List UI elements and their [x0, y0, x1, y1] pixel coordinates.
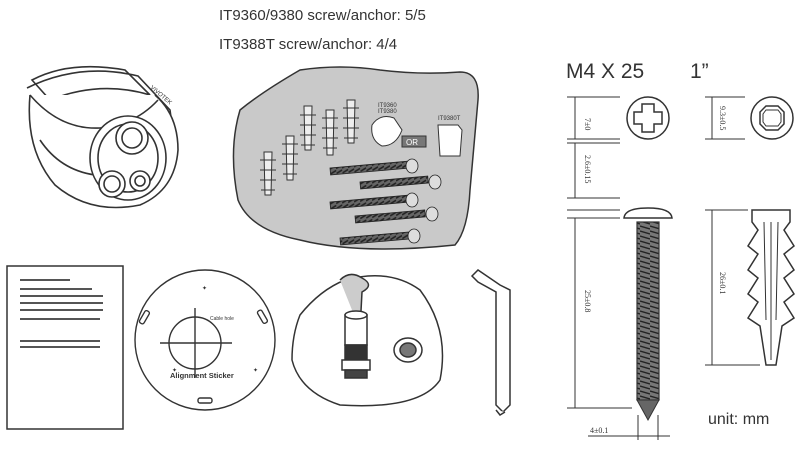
- screw-head-thickness-dim: 2.6±0.15: [583, 155, 592, 183]
- bag-label-it9360: IT9360: [378, 103, 397, 109]
- screw-piece: [339, 228, 421, 246]
- units-label: unit: mm: [708, 411, 770, 428]
- torx-l-key: [470, 269, 511, 416]
- anchor-length-dim: 26±0.1: [718, 272, 727, 294]
- alignment-sticker: ✦ ✦ ✦: [134, 269, 276, 411]
- svg-text:✦: ✦: [253, 367, 258, 374]
- svg-text:✦: ✦: [172, 367, 177, 374]
- anchor-piece: [260, 151, 276, 196]
- svg-text:✦: ✦: [202, 285, 207, 292]
- screw-piece: [329, 158, 419, 176]
- screw-spec-title: M4 X 25: [566, 60, 645, 83]
- torx-bit-t-icon: [437, 124, 463, 157]
- header-screw-count-1: IT9360/9380 screw/anchor: 5/5: [219, 7, 426, 24]
- anchor-piece: [322, 109, 338, 156]
- screw-spec-drawing: [567, 96, 673, 440]
- anchor-head-size-dim: 9.3±0.5: [718, 106, 727, 130]
- anchor-piece: [343, 99, 359, 144]
- screw-head-height-dim: 7±0: [583, 118, 592, 130]
- dome-camera-illustration: VIVOTEK: [26, 65, 179, 209]
- torx-bit-icon: [371, 116, 403, 147]
- bag-label-it9380t: IT9380T: [438, 116, 461, 122]
- screw-piece: [359, 174, 442, 190]
- header-screw-count-2: IT9388T screw/anchor: 4/4: [219, 36, 398, 53]
- anchor-spec-title: 1”: [690, 60, 709, 83]
- screw-piece: [329, 192, 419, 210]
- anchor-piece: [300, 105, 316, 151]
- waterproof-connector-bag: [291, 273, 444, 407]
- screw-piece: [354, 206, 439, 224]
- anchor-piece: [282, 135, 298, 181]
- sticker-title: Alignment Sticker: [170, 371, 234, 380]
- bag-label-or: OR: [406, 138, 418, 147]
- bag-label-it9380: IT9380: [378, 109, 397, 115]
- screw-diameter-dim: 4±0.1: [590, 426, 608, 435]
- anchor-spec-drawing: [705, 96, 796, 366]
- sticker-cable-hole: Cable hole: [210, 316, 234, 322]
- accessory-bag: [232, 66, 479, 250]
- quick-guide-document: [6, 265, 124, 430]
- screw-length-dim: 25±0.8: [583, 290, 592, 312]
